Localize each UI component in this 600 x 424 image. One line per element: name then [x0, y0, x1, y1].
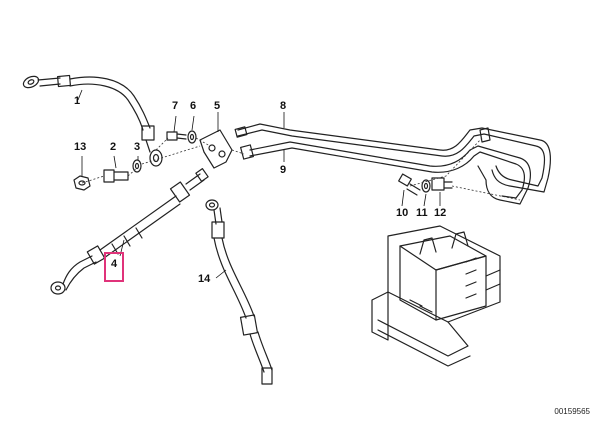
callout-13[interactable]: 13	[74, 141, 87, 153]
brake-pipe-8-drawing	[237, 123, 551, 193]
callout-leaders	[77, 89, 441, 279]
abs-unit-drawing	[371, 225, 501, 367]
callout-5[interactable]: 5	[214, 100, 221, 112]
washer-3-drawing	[132, 159, 142, 173]
callout-6[interactable]: 6	[190, 100, 197, 112]
callout-3[interactable]: 3	[134, 141, 141, 153]
leader-lines	[81, 137, 521, 201]
document-id: 00159565	[554, 407, 590, 416]
callout-1[interactable]: 1	[74, 95, 81, 107]
callout-8[interactable]: 8	[280, 100, 287, 112]
callout-9[interactable]: 9	[280, 164, 287, 176]
brake-hose-14-drawing	[205, 199, 273, 385]
bolt-2-drawing	[103, 169, 129, 183]
callout-7[interactable]: 7	[172, 100, 179, 112]
callout-14[interactable]: 14	[198, 273, 211, 285]
brake-pipe-9-drawing	[240, 141, 531, 205]
callout-2[interactable]: 2	[110, 141, 117, 153]
callout-10[interactable]: 10	[396, 207, 409, 219]
bracket-5-drawing	[199, 129, 233, 169]
washer-11-drawing	[421, 179, 431, 193]
callout-12[interactable]: 12	[434, 207, 447, 219]
bolt-10-drawing	[398, 173, 421, 196]
banjo-12-drawing	[431, 177, 453, 191]
screw-7-drawing	[166, 131, 187, 141]
fitting-screw-8-drawing	[234, 126, 248, 138]
highlighted-callout-box[interactable]: 4	[104, 252, 124, 282]
callout-4[interactable]: 4	[110, 258, 118, 270]
nut-13-drawing	[73, 175, 91, 191]
callout-11[interactable]: 11	[416, 207, 428, 219]
brake-hose-1-drawing	[22, 74, 163, 167]
brake-hose-4-drawing	[50, 168, 209, 295]
washer-6-drawing	[187, 130, 197, 144]
